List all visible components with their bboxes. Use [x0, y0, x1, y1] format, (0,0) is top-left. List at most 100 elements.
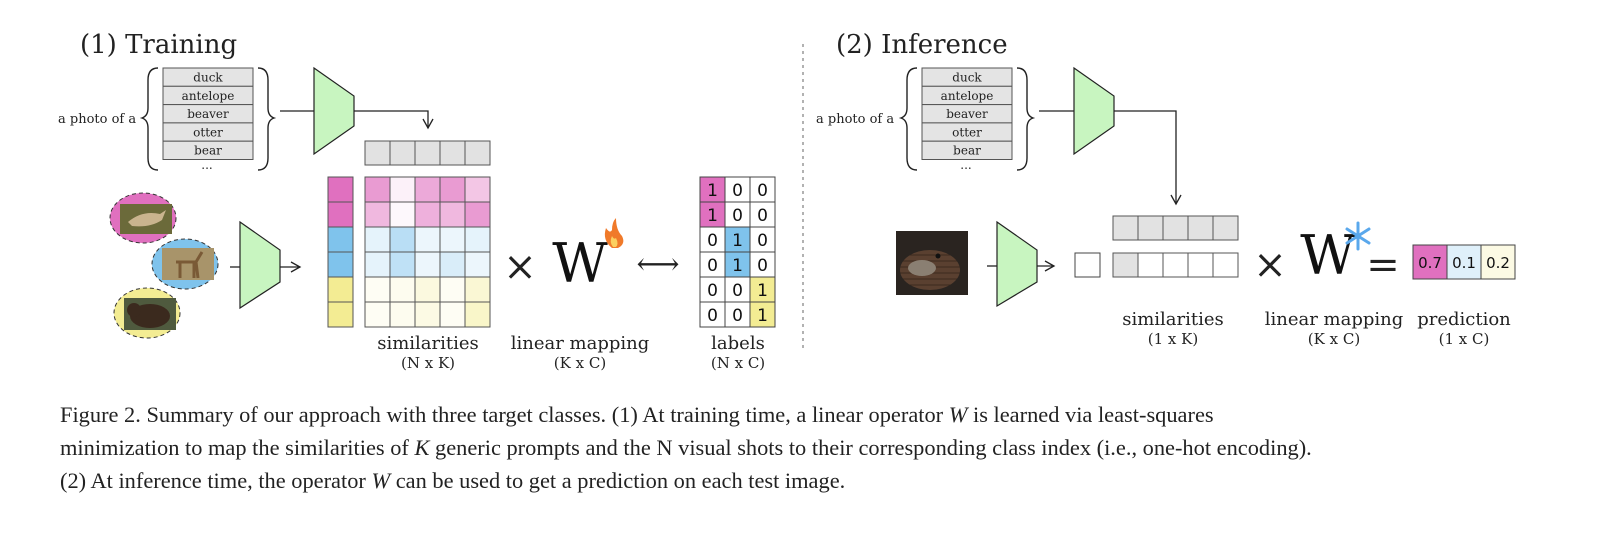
label-cell: [699, 301, 726, 328]
label-value: 0: [732, 206, 743, 226]
class-name-cell: [162, 140, 254, 160]
class-name-cell: [921, 140, 1013, 160]
left-brace: [139, 67, 159, 171]
similarity-cell: [414, 201, 441, 228]
label-value: 0: [732, 281, 743, 301]
caption-line-2: minimization to map the similarities of …: [60, 431, 1538, 464]
similarity-cell: [364, 201, 391, 228]
class-name-otter: otter: [952, 125, 982, 139]
similarity-cell: [464, 201, 491, 228]
inference-similarities-dims: (1 x K): [1148, 330, 1198, 348]
prediction-value: 0.1: [1452, 254, 1476, 272]
label-value: 1: [732, 231, 743, 251]
label-cell: [749, 176, 776, 203]
similarity-cell: [1137, 252, 1164, 278]
training-more: ...: [201, 158, 212, 172]
class-name-antelope: antelope: [941, 89, 994, 103]
training-prompt-block: a photo of a duckantelopebeaverotterbear…: [58, 67, 277, 172]
caption-text: is learned via least-squares: [967, 402, 1214, 427]
label-cell: [749, 301, 776, 328]
image-embedding-cell: [327, 226, 354, 253]
image-embedding-cell: [327, 301, 354, 328]
similarity-cell: [1212, 252, 1239, 278]
prediction-cell: [1412, 244, 1448, 280]
label-value: 0: [757, 181, 768, 201]
label-value: 0: [757, 231, 768, 251]
similarity-cell: [464, 251, 491, 278]
similarity-cell: [439, 301, 466, 328]
label-value: 0: [732, 181, 743, 201]
class-name-bear: bear: [953, 144, 981, 158]
label-value: 0: [707, 281, 718, 301]
bear-shot: [113, 287, 181, 339]
caption-text: generic prompts and the N visual shots t…: [429, 435, 1312, 460]
similarity-cell: [439, 176, 466, 203]
label-cell: [724, 301, 751, 328]
label-cell: [699, 201, 726, 228]
text-encoder: [1073, 66, 1115, 156]
image-embedding-cell: [327, 276, 354, 303]
similarity-cell: [364, 226, 391, 253]
label-cell: [749, 251, 776, 278]
image-embeddings: [327, 176, 354, 328]
similarity-cell: [414, 276, 441, 303]
similarity-cell: [439, 201, 466, 228]
label-cell: [699, 226, 726, 253]
similarity-cell: [389, 251, 416, 278]
similarity-cell: [364, 276, 391, 303]
label-value: 0: [757, 206, 768, 226]
text-embedding-cell: [1137, 215, 1164, 241]
text-encoder: [313, 66, 355, 156]
text-embedding-cell: [439, 140, 466, 166]
text-embedding-cell: [1187, 215, 1214, 241]
text-embeddings: [1112, 215, 1239, 241]
inference-title: (2) Inference: [836, 30, 1008, 60]
label-value: 0: [707, 231, 718, 251]
antelope-shot: [151, 238, 219, 290]
text-embedding-cell: [364, 140, 391, 166]
caption-text: Figure 2. Summary of our approach with t…: [60, 402, 949, 427]
text-embedding-cell: [464, 140, 491, 166]
platypus-test-image: [896, 231, 968, 295]
class-name-antelope: antelope: [182, 89, 235, 103]
similarity-cell: [414, 251, 441, 278]
inference-prediction-label: prediction: [1417, 309, 1511, 330]
image-embedding-cell: [327, 176, 354, 203]
similarity-cell: [464, 226, 491, 253]
similarity-cell: [464, 176, 491, 203]
duck-shot: [109, 192, 177, 244]
similarity-cell: [464, 301, 491, 328]
similarity-matrix: [364, 176, 491, 328]
label-value: 0: [707, 306, 718, 326]
caption-math: W: [371, 468, 391, 493]
similarity-cell: [1162, 252, 1189, 278]
image-shots: [109, 192, 219, 339]
class-name-duck: duck: [193, 71, 223, 85]
label-value: 0: [757, 256, 768, 276]
test-image-embedding: [1074, 252, 1101, 278]
similarity-cell: [414, 176, 441, 203]
label-cell: [699, 251, 726, 278]
training-labels-label: labels: [711, 333, 765, 354]
similarity-vector: [1112, 252, 1239, 278]
class-name-bear: bear: [194, 144, 222, 158]
inference-mapping-symbol: W: [1300, 224, 1356, 287]
inference-prediction-dims: (1 x C): [1439, 330, 1490, 348]
similarity-cell: [389, 276, 416, 303]
label-value: 1: [732, 256, 743, 276]
similarity-cell: [389, 201, 416, 228]
inference-mapping-dims: (K x C): [1308, 330, 1360, 348]
flame-icon: [604, 218, 624, 248]
inference-mapping-label: linear mapping: [1265, 309, 1404, 330]
training-times: ×: [503, 244, 537, 290]
image-encoder: [996, 220, 1038, 308]
right-brace: [1016, 67, 1036, 171]
left-brace: [898, 67, 918, 171]
similarity-cell: [364, 251, 391, 278]
similarity-cell: [389, 226, 416, 253]
class-name-duck: duck: [952, 71, 982, 85]
class-name-beaver: beaver: [946, 107, 988, 121]
inference-equals: =: [1366, 242, 1400, 288]
similarity-cell: [1187, 252, 1214, 278]
